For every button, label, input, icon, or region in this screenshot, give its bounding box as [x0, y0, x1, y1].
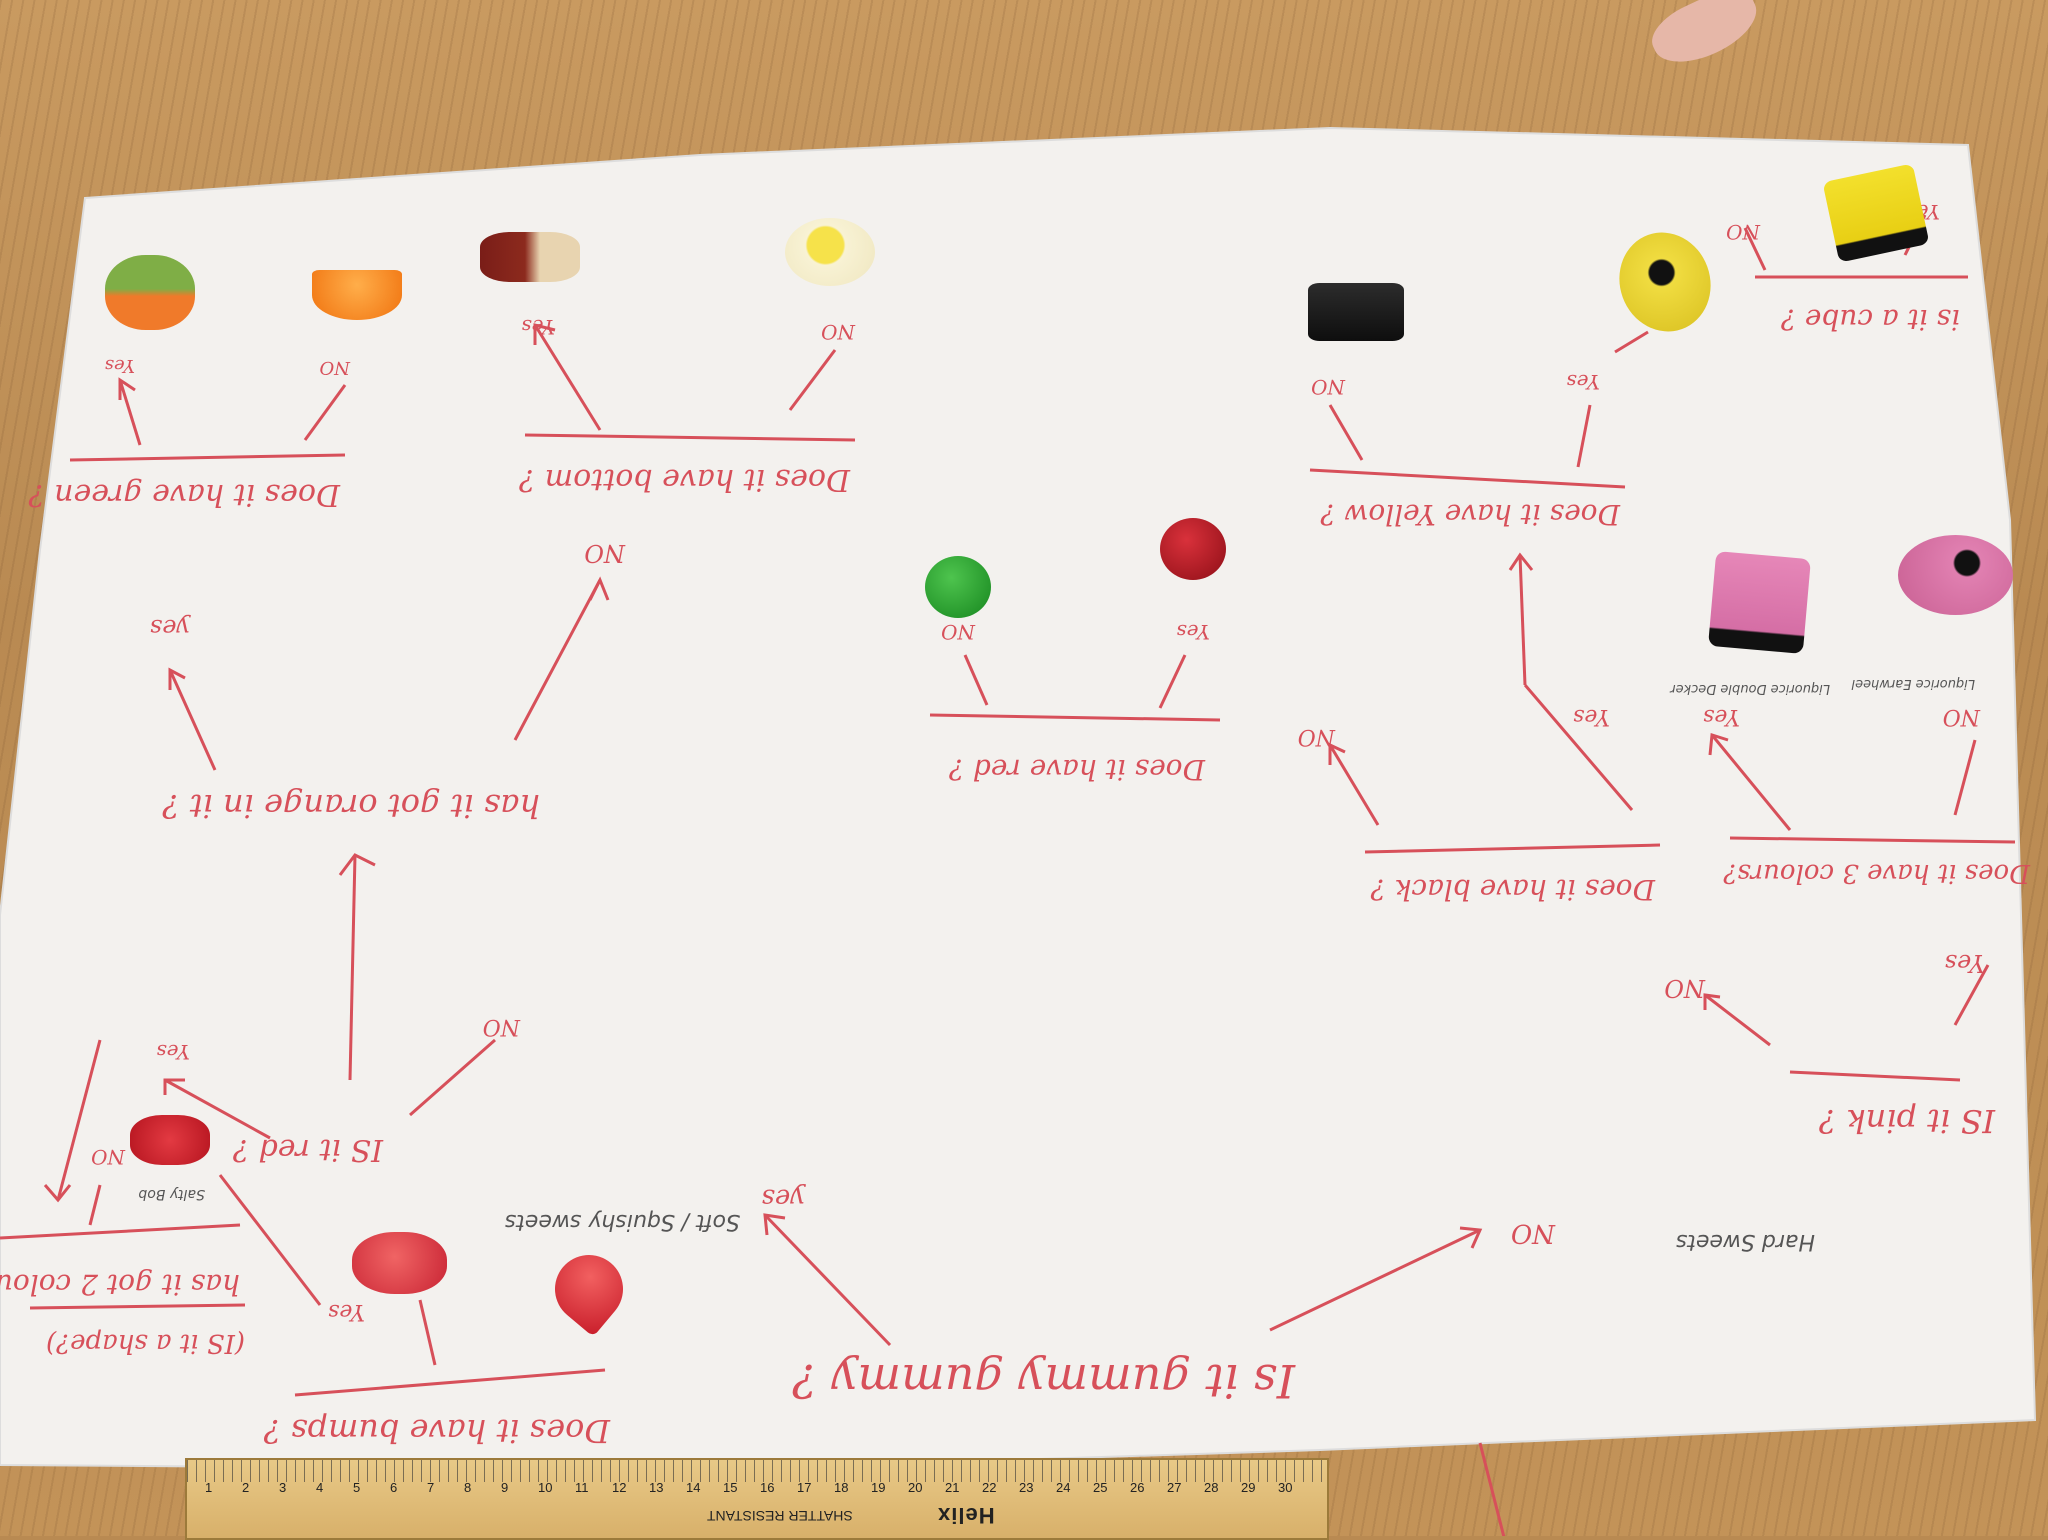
handwritten-questions: Is it gummy gummy ? IS it red ? Does it …: [0, 303, 2031, 1450]
ruler-number: 8: [464, 1480, 472, 1495]
label-isred-no: NO: [483, 1014, 521, 1039]
ruler-number: 20: [908, 1480, 923, 1495]
pencil-notes: Soft / Squishy sweets Hard Sweets Salty …: [138, 676, 1975, 1254]
ruler-number: 16: [760, 1480, 775, 1495]
orange-slice-sweet: [312, 270, 402, 320]
ruler-number: 10: [538, 1480, 553, 1495]
q-is-shape: (IS it a shape?): [46, 1328, 245, 1358]
q-has-bumps: Does it have bumps ?: [263, 1412, 611, 1450]
ruler-number: 27: [1167, 1480, 1182, 1495]
fried-egg-sweet: [785, 218, 875, 286]
ruler-number: 28: [1204, 1480, 1219, 1495]
cola-bottle-sweet: [480, 232, 580, 282]
pink-earwheel-sweet: [1898, 535, 2013, 615]
ruler-number: 30: [1278, 1480, 1293, 1495]
arrowheads: [43, 323, 1729, 1249]
ruler-number: 23: [1019, 1480, 1034, 1495]
gummy-bumpy-sweet: [352, 1232, 447, 1294]
label-soft-yes: yes: [762, 1183, 806, 1213]
ruler-number: 6: [390, 1480, 398, 1495]
ruler-number: 19: [871, 1480, 886, 1495]
flowchart-lines: [56, 214, 1990, 1536]
ruler-ticks: [187, 1460, 1327, 1482]
note-hard: Hard Sweets: [1676, 1229, 1815, 1254]
label-yellow-yes: Yes: [1566, 370, 1600, 394]
q-cube: is it a cube ?: [1780, 303, 1960, 336]
note-salty-bob: Salty Bob: [138, 1186, 205, 1202]
ruler-number: 7: [427, 1480, 435, 1495]
label-pink-no: NO: [1664, 974, 1706, 1002]
ruler-number: 29: [1241, 1480, 1256, 1495]
ruler-number: 12: [612, 1480, 627, 1495]
black-liquorice-sweet: [1308, 283, 1404, 341]
ruler-number: 21: [945, 1480, 960, 1495]
note-double-decker: Liquorice Double Decker: [1669, 681, 1830, 696]
label-hard-no: NO: [1511, 1218, 1556, 1248]
ruler-number: 14: [686, 1480, 701, 1495]
green-orange-ring-sweet: [105, 255, 195, 330]
label-orange-no: NO: [584, 539, 626, 567]
red-candy-button: [1160, 518, 1226, 580]
ruler-number: 24: [1056, 1480, 1071, 1495]
q-is-red: IS it red ?: [232, 1132, 384, 1167]
q-two-colours: has it got 2 colours: [0, 1268, 240, 1301]
ruler-number: 2: [242, 1480, 250, 1495]
label-yellow-no: NO: [1311, 375, 1346, 399]
ruler-brand: Helix: [937, 1503, 995, 1528]
ruler-number: 26: [1130, 1480, 1145, 1495]
q-bottom: Does it have bottom ?: [518, 462, 851, 497]
pink-double-decker-sweet: [1708, 551, 1811, 654]
ruler-number: 4: [316, 1480, 324, 1495]
label-bottom-yes: Yes: [521, 315, 555, 339]
q-green: Does it have green ?: [28, 477, 341, 512]
ruler-number: 3: [279, 1480, 287, 1495]
q-orange: has it got orange in it ?: [162, 787, 540, 825]
label-black-no: NO: [1298, 724, 1336, 749]
ruler-number: 13: [649, 1480, 664, 1495]
ruler-number: 11: [575, 1480, 589, 1495]
label-bottom-no: NO: [821, 320, 856, 344]
ruler-number: 25: [1093, 1480, 1108, 1495]
note-earwheel: Liquorice Earwheel: [1851, 676, 1975, 691]
label-twocol-no: NO: [91, 1145, 126, 1169]
label-orange-yes: yes: [150, 614, 191, 642]
ruler-number: 1: [205, 1480, 213, 1495]
label-isred-yes: Yes: [156, 1040, 190, 1064]
label-three-no: NO: [1943, 704, 1981, 729]
label-three-yes: Yes: [1703, 704, 1740, 729]
question-underlines: [0, 275, 2016, 1397]
ruler-caption: SHATTER RESISTANT: [707, 1508, 853, 1524]
red-two-colour-sweet: [130, 1115, 210, 1165]
label-cube-no: NO: [1726, 220, 1761, 244]
ruler-number: 17: [797, 1480, 812, 1495]
label-red-yes: Yes: [1176, 620, 1210, 644]
label-bumps-yes: Yes: [328, 1299, 365, 1324]
label-green-yes: Yes: [105, 355, 135, 376]
label-green-no: NO: [319, 357, 351, 378]
q-has-red: Does it have red ?: [948, 753, 1206, 786]
label-pink-yes: Yes: [1945, 949, 1985, 977]
label-black-yes: Yes: [1573, 704, 1610, 729]
ruler-number: 22: [982, 1480, 997, 1495]
label-red-no: NO: [941, 620, 976, 644]
ruler-number: 18: [834, 1480, 849, 1495]
q-yellow: Does it have Yellow ?: [1319, 498, 1621, 531]
ruler-number: 5: [353, 1480, 361, 1495]
root-question: Is it gummy gummy ?: [792, 1354, 1296, 1408]
ruler-number: 9: [501, 1480, 509, 1495]
note-soft: Soft / Squishy sweets: [505, 1209, 740, 1234]
ruler-number: 15: [723, 1480, 738, 1495]
green-candy-button: [925, 556, 991, 618]
paper-body: [0, 126, 2037, 1472]
q-three-colours: Does it have 3 colours?: [1722, 858, 2031, 888]
q-is-pink: IS it pink ?: [1818, 1102, 1996, 1140]
q-black: Does it have black ?: [1370, 873, 1656, 906]
